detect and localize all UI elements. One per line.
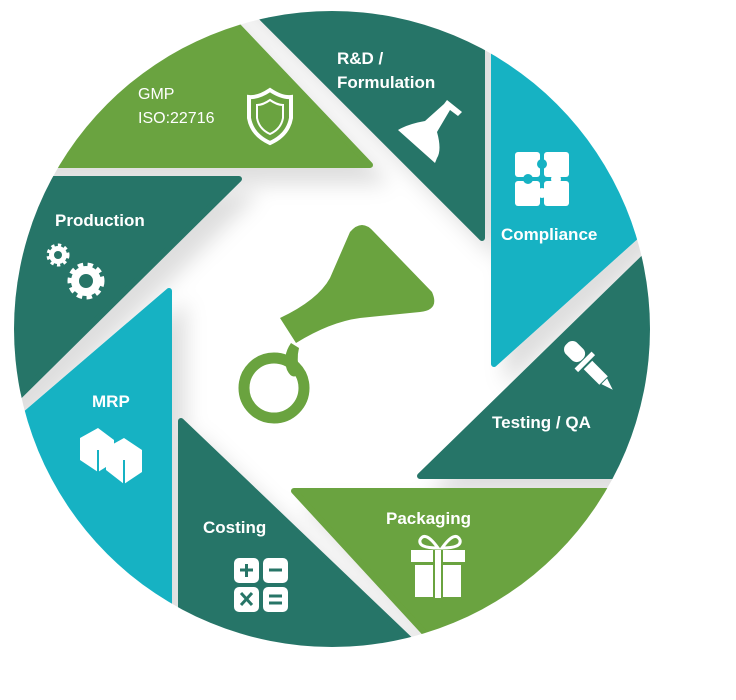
gmp-label-line2: ISO:22716 xyxy=(138,110,215,127)
compliance-label: Compliance xyxy=(501,225,597,244)
gmp-label-line1: GMP xyxy=(138,86,174,103)
puzzle-icon xyxy=(515,152,569,206)
flask-drop-logo-icon xyxy=(238,225,435,424)
gears-icon xyxy=(46,243,105,300)
gift-icon xyxy=(411,534,465,598)
packaging-label: Packaging xyxy=(386,509,471,528)
mrp-label: MRP xyxy=(92,392,130,411)
segment-rnd xyxy=(221,11,485,241)
boxes-icon xyxy=(80,428,142,484)
testing-label: Testing / QA xyxy=(492,413,591,432)
shield-icon xyxy=(247,87,293,146)
production-label: Production xyxy=(55,211,145,230)
flask-icon xyxy=(398,100,462,163)
costing-label: Costing xyxy=(203,518,266,537)
rnd-label-line1: R&D / xyxy=(337,49,384,68)
rnd-label-line2: Formulation xyxy=(337,73,435,92)
segment-production xyxy=(14,176,242,438)
calculator-icon xyxy=(234,558,288,612)
